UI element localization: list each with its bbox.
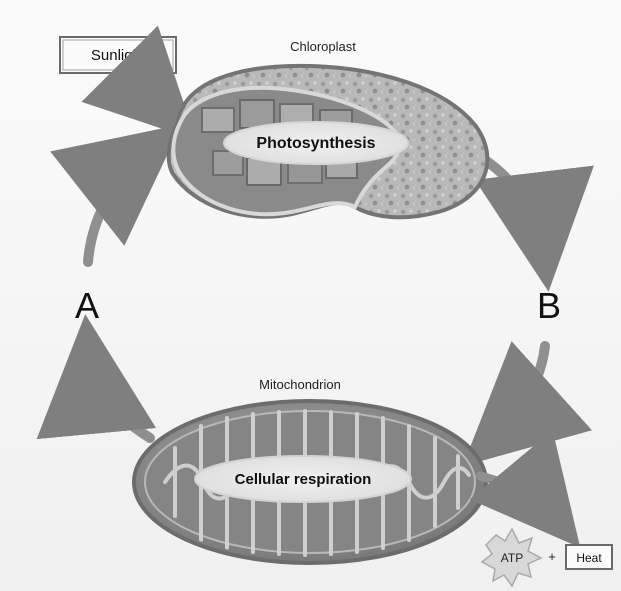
heat-label: Heat — [576, 551, 602, 565]
sunlight-label: Sunlight — [91, 47, 146, 64]
heat-box: Heat — [566, 545, 612, 569]
photosynthesis-label: Photosynthesis — [256, 135, 375, 152]
label-b: B — [537, 285, 561, 326]
plus-sign: + — [548, 549, 556, 564]
chloroplast-label: Chloroplast — [290, 39, 356, 54]
sunlight-box: Sunlight — [60, 37, 176, 73]
mitochondrion-label: Mitochondrion — [259, 377, 341, 392]
atp-label: ATP — [501, 551, 523, 565]
cellular-respiration-label: Cellular respiration — [235, 471, 372, 488]
label-a: A — [75, 285, 99, 326]
